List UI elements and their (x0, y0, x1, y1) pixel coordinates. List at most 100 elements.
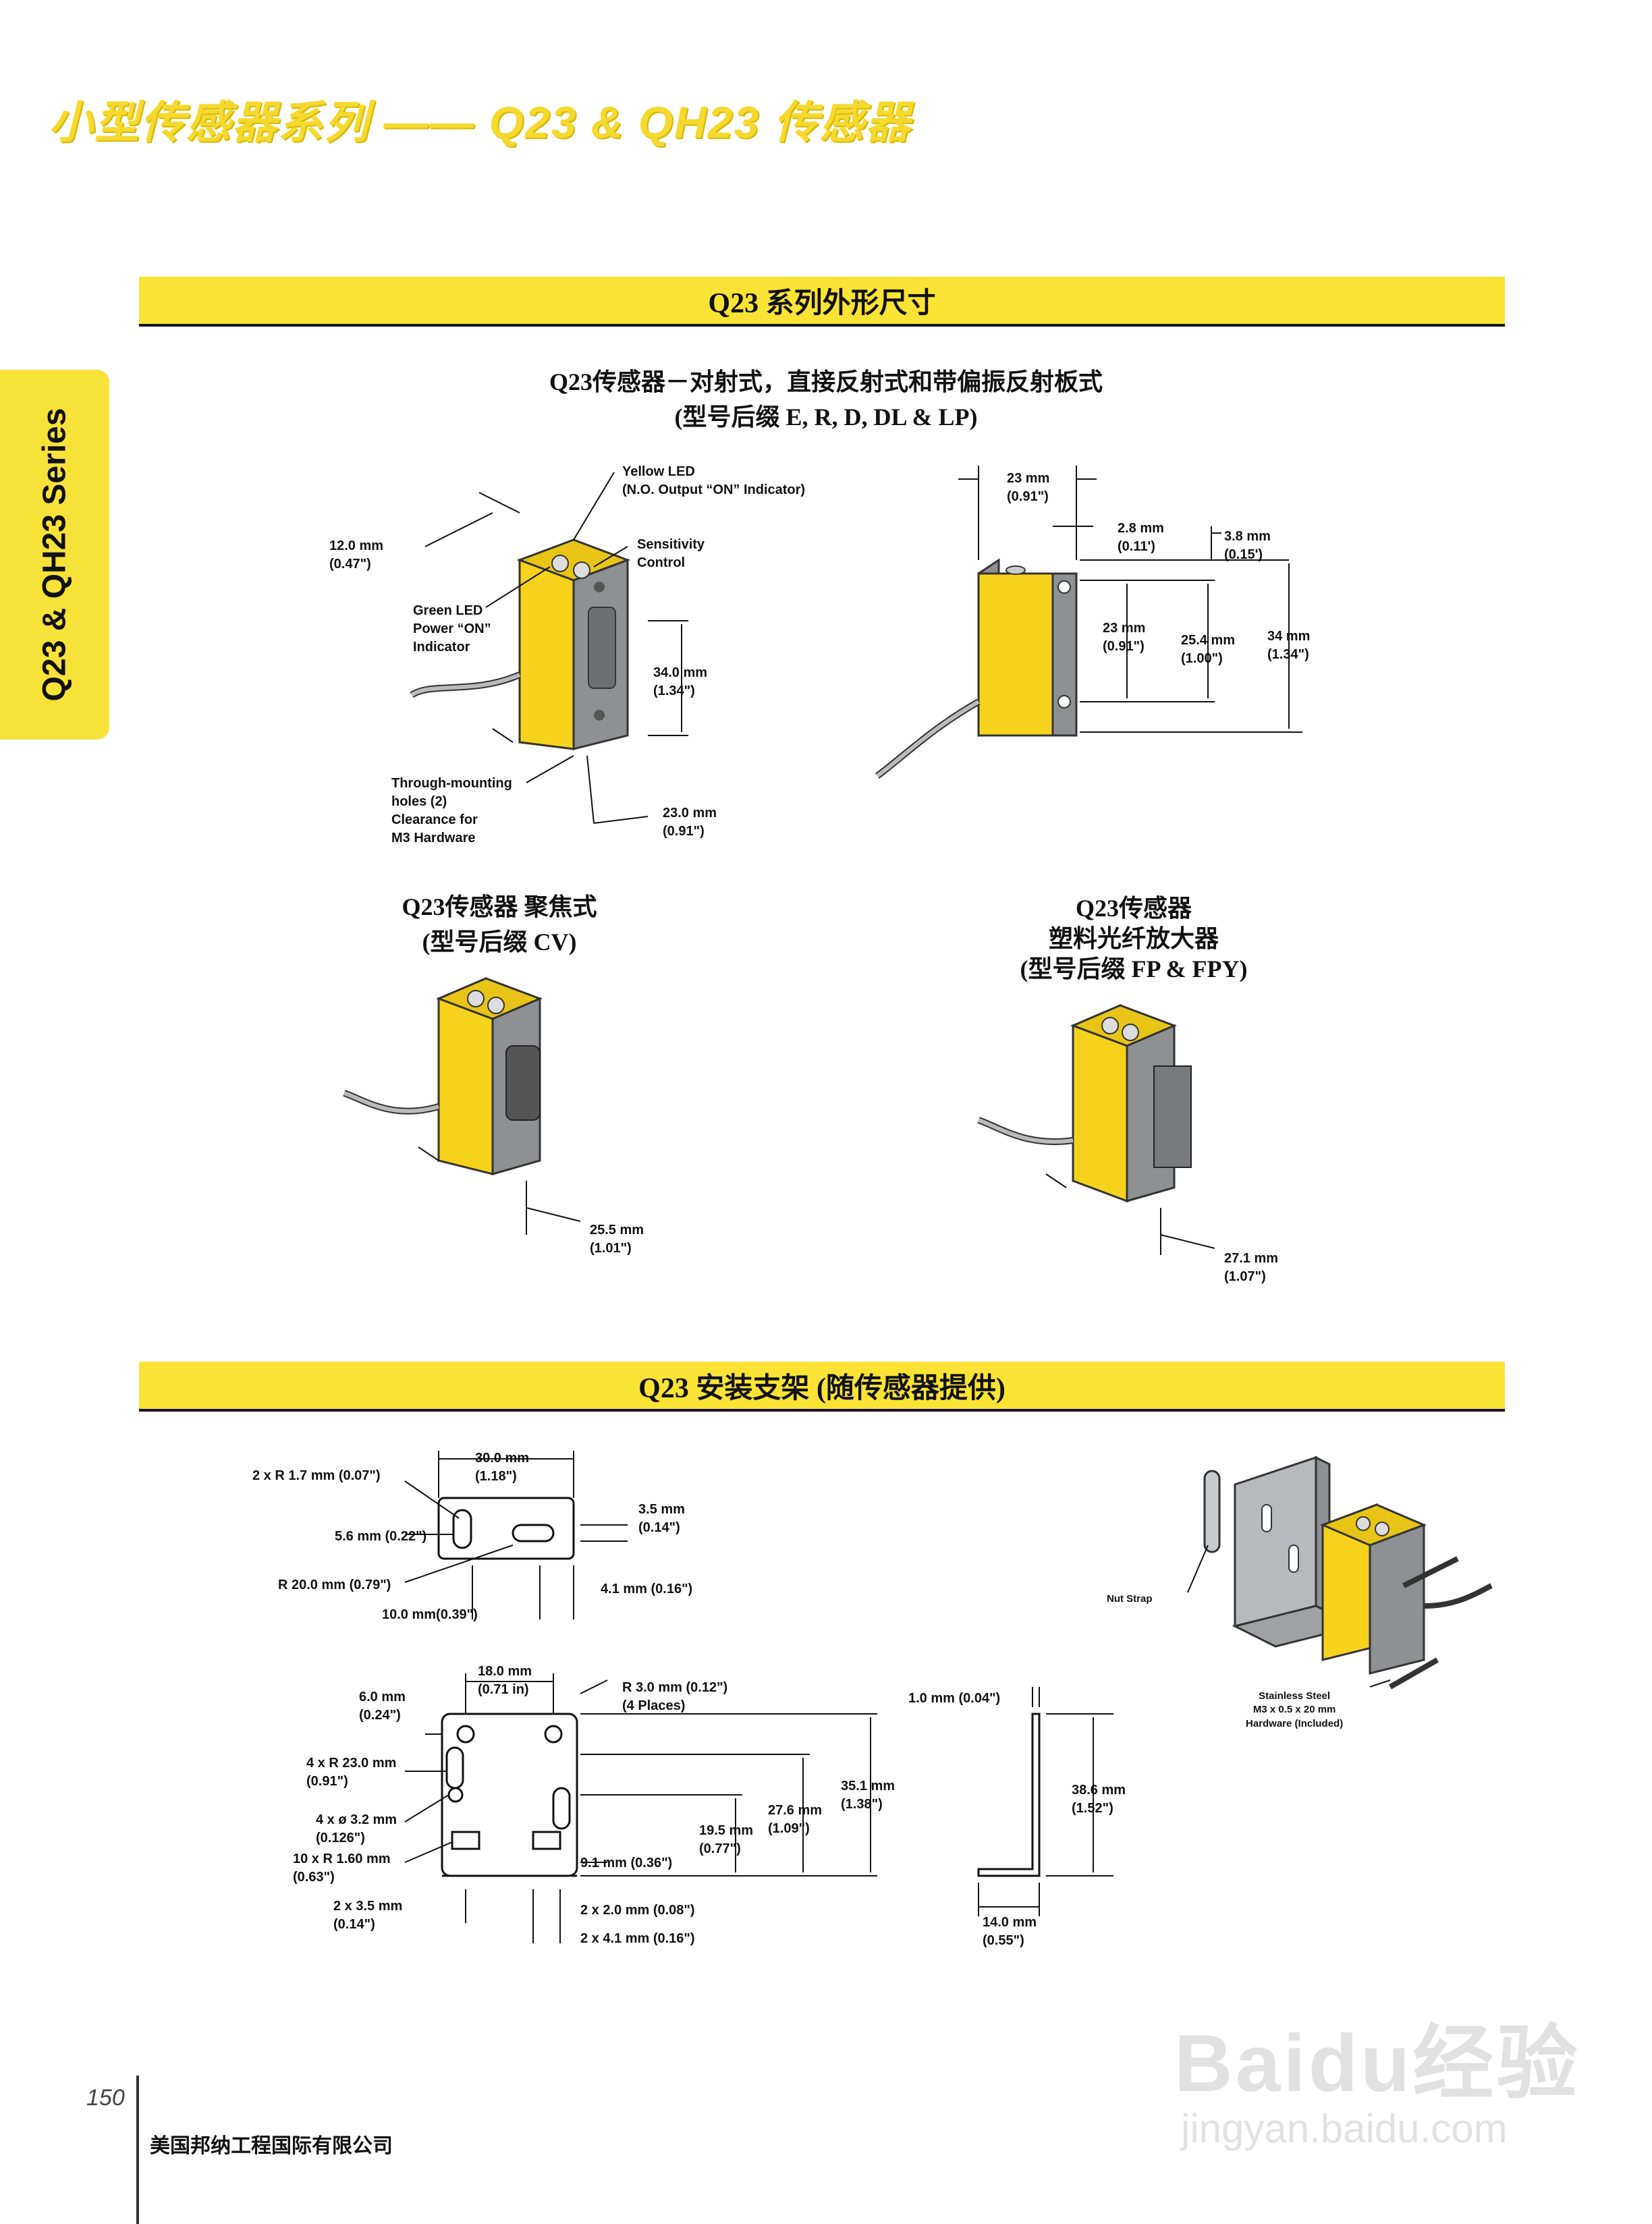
bracket-assembly (1187, 1455, 1493, 1690)
label-line: 25.5 mm (590, 1223, 644, 1238)
label-line: (N.O. Output “ON” Indicator) (622, 482, 806, 497)
label-fig2-25-4mm: 25.4 mm (1.00") (1181, 632, 1235, 668)
label-line: (0.71 in) (478, 1682, 529, 1697)
label-line: (0.126") (316, 1831, 365, 1845)
label-line: 25.4 mm (1181, 633, 1236, 648)
bracket-side-view (977, 1687, 1113, 1916)
label-yellow-led: Yellow LED (N.O. Output “ON” Indicator) (622, 463, 805, 499)
label-r1-7: 2 x R 1.7 mm (0.07") (252, 1468, 381, 1483)
label-line: Clearance for (391, 812, 478, 827)
label-through-holes: Through-mounting holes (2) Clearance for… (391, 775, 512, 847)
label-green-led: Green LED Power “ON” Indicator (413, 602, 491, 657)
label-line: Green LED (413, 603, 483, 618)
label-line: 3.8 mm (1224, 529, 1271, 544)
company-name: 美国邦纳工程国际有限公司 (150, 2135, 393, 2157)
label-23mm: 23.0 mm (0.91") (663, 804, 717, 841)
label-line: 10 x R 1.60 mm (293, 1852, 391, 1866)
label-line: Stainless Steel (1259, 1690, 1331, 1702)
caption-fp: Q23传感器 塑料光纤放大器 (型号后缀 FP & FPY) (958, 893, 1309, 984)
label-fig3-25-5mm: 25.5 mm (1.01") (590, 1221, 644, 1258)
label-line: 23 mm (1103, 621, 1146, 636)
watermark-logo: Baidu经验 (1174, 2018, 1580, 2109)
caption-line: Q23传感器－对射式，直接反射式和带偏振反射板式 (549, 368, 1103, 395)
label-2x3-5mm: 2 x 3.5 mm (0.14") (333, 1897, 402, 1934)
label-2x4-1mm: 2 x 4.1 mm (0.16") (580, 1931, 695, 1946)
label-line: (0.55") (983, 1933, 1024, 1948)
bracket-front-view (404, 1673, 877, 1943)
label-line: 30.0 mm (475, 1451, 530, 1466)
label-r20: R 20.0 mm (0.79") (278, 1578, 391, 1592)
label-line: (0.14") (638, 1520, 680, 1535)
fig2-dim-lines (958, 466, 1302, 733)
section-bar-dimensions: Q23 系列外形尺寸 (139, 277, 1505, 327)
caption-line: (型号后缀 CV) (422, 928, 577, 956)
label-line: 4 x R 23.0 mm (306, 1756, 397, 1771)
page-number: 150 (86, 2085, 125, 2111)
label-line: Yellow LED (622, 464, 695, 479)
label-1mm: 1.0 mm (0.04") (908, 1691, 1001, 1706)
label-fig2-23b-mm: 23 mm (0.91") (1103, 619, 1145, 656)
caption-line: (型号后缀 E, R, D, DL & LP) (674, 404, 978, 431)
label-line: 6.0 mm (359, 1690, 406, 1704)
label-line: Hardware (Included) (1246, 1717, 1344, 1729)
fig2-sensor-side (875, 558, 1078, 779)
label-line: 4 x ø 3.2 mm (316, 1812, 397, 1827)
label-line: Power “ON” (413, 621, 491, 636)
caption-line: (型号后缀 FP & FPY) (1020, 955, 1248, 982)
section-title: Q23 安装支架 (随传感器提供) (638, 1372, 1006, 1404)
label-line: 34 mm (1267, 629, 1311, 644)
label-line: (1.18") (475, 1469, 517, 1484)
page-title: 小型传感器系列 —— Q23 & QH23 传感器 (49, 97, 912, 147)
label-line: M3 Hardware (391, 831, 476, 845)
label-r1-6: 10 x R 1.60 mm (0.63") (293, 1850, 391, 1887)
label-14mm: 14.0 mm (0.55") (983, 1914, 1037, 1950)
caption-standard: Q23传感器－对射式，直接反射式和带偏振反射板式 (型号后缀 E, R, D, … (0, 364, 1652, 435)
label-fig2-3-8mm: 3.8 mm (0.15') (1224, 528, 1271, 564)
label-line: (1.00") (1181, 651, 1223, 666)
label-4-1mm: 4.1 mm (0.16") (601, 1582, 693, 1596)
label-fig2-2-8mm: 2.8 mm (0.11') (1118, 520, 1164, 556)
label-line: (1.38") (841, 1797, 883, 1812)
label-line: (1.34") (1267, 647, 1309, 662)
label-sensitivity: Sensitivity Control (637, 536, 705, 572)
label-line: 2 x 3.5 mm (333, 1899, 403, 1914)
fig1-leaders (424, 472, 688, 824)
label-line: 12.0 mm (329, 538, 384, 553)
label-3-5mm: 3.5 mm (0.14") (638, 1501, 685, 1537)
label-line: M3 x 0.5 x 20 mm (1252, 1704, 1336, 1716)
label-line: 2.8 mm (1118, 521, 1164, 536)
label-38-6mm: 38.6 mm (1.52") (1072, 1781, 1126, 1818)
label-line: (0.11') (1118, 539, 1155, 554)
caption-line: Q23传感器 (1075, 895, 1192, 922)
label-line: (0.15') (1224, 547, 1263, 562)
label-line: 18.0 mm (478, 1664, 532, 1679)
label-line: (0.24") (359, 1708, 401, 1723)
label-line: (0.91") (663, 824, 705, 839)
label-27-6mm: 27.6 mm (1.09") (768, 1802, 822, 1838)
label-hardware: Stainless Steel M3 x 0.5 x 20 mm Hardwar… (1246, 1690, 1343, 1731)
label-line: (1.52") (1072, 1801, 1113, 1816)
label-line: 14.0 mm (983, 1915, 1037, 1930)
label-fig4-27-1mm: 27.1 mm (1.07") (1224, 1250, 1278, 1286)
label-line: 23 mm (1007, 471, 1050, 486)
label-line: Indicator (413, 640, 470, 655)
label-dia-3-2: 4 x ø 3.2 mm (0.126") (316, 1811, 397, 1847)
label-line: Sensitivity (637, 537, 705, 552)
caption-cv: Q23传感器 聚焦式 (型号后缀 CV) (324, 889, 675, 960)
label-line: (0.14") (333, 1917, 375, 1932)
label-12mm: 12.0 mm (0.47") (329, 537, 383, 574)
label-fig2-23mm: 23 mm (0.91") (1007, 470, 1049, 506)
label-6mm: 6.0 mm (0.24") (359, 1688, 406, 1725)
label-line: 34.0 mm (653, 665, 708, 680)
label-r23: 4 x R 23.0 mm (0.91") (306, 1754, 396, 1791)
label-line: 19.5 mm (699, 1823, 754, 1838)
footer-rule (136, 2076, 139, 2224)
label-line: R 3.0 mm (0.12") (622, 1680, 728, 1695)
label-19-5mm: 19.5 mm (0.77") (699, 1822, 753, 1858)
label-fig2-34mm: 34 mm (1.34") (1267, 628, 1310, 664)
label-line: (4 Places) (622, 1698, 686, 1713)
label-34mm: 34.0 mm (1.34") (653, 664, 707, 700)
label-line: 27.1 mm (1224, 1251, 1279, 1266)
fig1-sensor-body (410, 538, 631, 750)
